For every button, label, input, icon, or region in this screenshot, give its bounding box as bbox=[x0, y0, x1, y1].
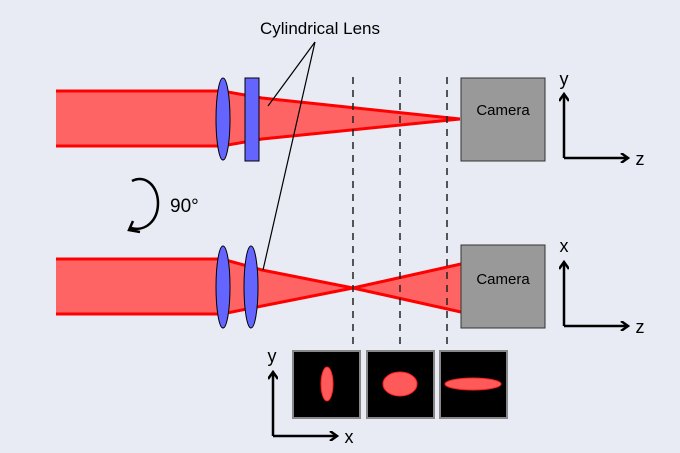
camera-bottom bbox=[460, 244, 546, 329]
camera-top-label: Camera bbox=[476, 102, 530, 119]
bottom-beam-edge bbox=[56, 257, 462, 316]
bottom-beam bbox=[56, 259, 353, 314]
axis-label-x: x bbox=[345, 427, 354, 447]
spot-image-1 bbox=[292, 350, 361, 419]
axis-label-y: y bbox=[560, 69, 569, 89]
axes-bottom: x z bbox=[560, 236, 645, 337]
top-beam-edge bbox=[56, 89, 461, 148]
spot-image-3 bbox=[439, 350, 508, 419]
cylindrical-lens-bottom bbox=[243, 245, 259, 329]
rotation-label: 90° bbox=[170, 196, 199, 217]
spot-image-2 bbox=[366, 350, 435, 419]
spherical-lens-top bbox=[215, 77, 231, 161]
measurement-planes bbox=[352, 77, 448, 350]
rotation-arrow-icon bbox=[130, 177, 160, 231]
callout-line-bottom bbox=[262, 41, 316, 271]
spot-images bbox=[292, 350, 508, 419]
axes-spots: y x bbox=[268, 346, 354, 447]
rotation-indicator: 90° bbox=[127, 177, 199, 234]
axis-label-y: y bbox=[268, 346, 277, 366]
spherical-lens-bottom bbox=[215, 245, 231, 329]
lens-callout: Cylindrical Lens bbox=[260, 19, 380, 271]
spot-round bbox=[382, 371, 418, 397]
camera-bottom-label: Camera bbox=[476, 271, 530, 288]
axis-label-z: z bbox=[636, 149, 645, 169]
spot-vertical-ellipse bbox=[320, 366, 334, 402]
bottom-beam-diverging bbox=[353, 264, 461, 312]
axis-label-x: x bbox=[560, 236, 569, 256]
camera-top bbox=[460, 77, 546, 162]
spot-horizontal-ellipse bbox=[444, 377, 502, 391]
rotation-arrowhead-icon bbox=[127, 220, 141, 234]
callout-line-top bbox=[267, 41, 316, 107]
lens-callout-label: Cylindrical Lens bbox=[260, 19, 380, 38]
bottom-setup: Camera x z bbox=[56, 236, 645, 337]
cylindrical-lens-top bbox=[244, 77, 260, 162]
top-setup: Camera y z bbox=[56, 69, 645, 169]
axes-top: y z bbox=[560, 69, 645, 169]
axis-label-z: z bbox=[636, 317, 645, 337]
